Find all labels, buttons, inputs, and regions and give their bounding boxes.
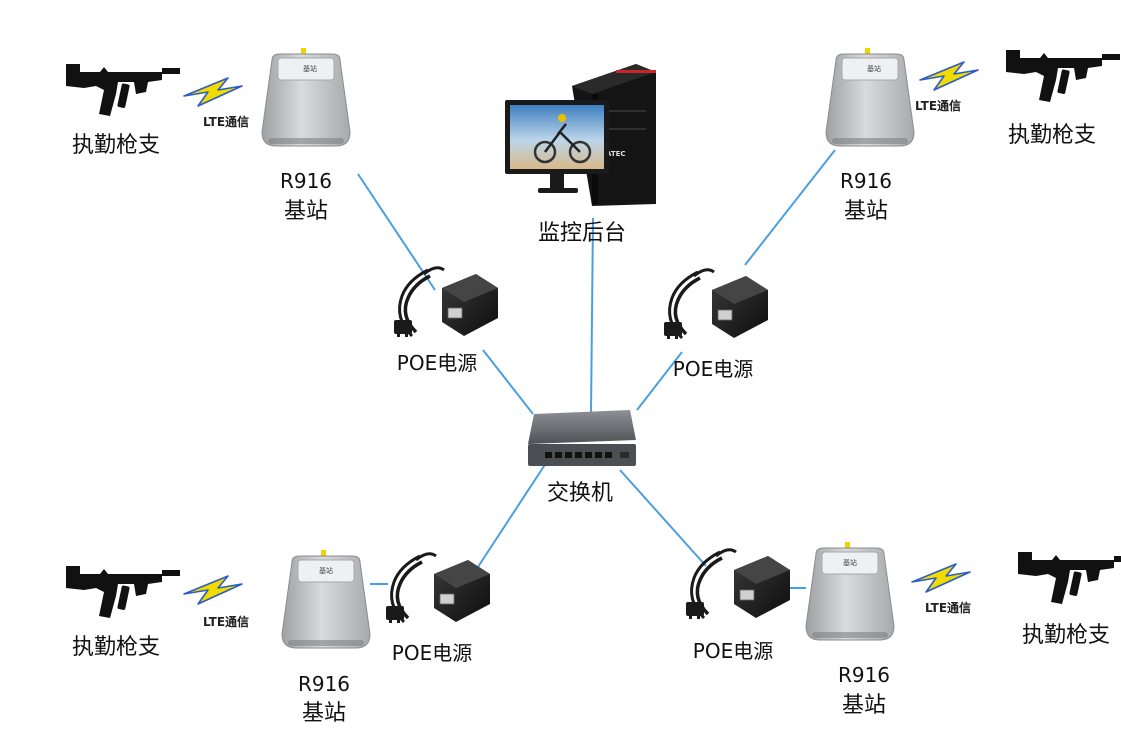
poe-adapter-label: POE电源 <box>673 357 753 381</box>
base-station-bottom-right: 基站 R916 基站 <box>805 541 895 718</box>
base-station-label: 基站 <box>844 199 888 224</box>
wireless-link-top-right: LTE通信 <box>915 61 979 113</box>
poe-adapter-label: POE电源 <box>397 351 477 375</box>
wireless-link-top-left: LTE通信 <box>183 77 249 129</box>
duty-gun-bottom-right: 执勤枪支 <box>1018 552 1121 648</box>
wireless-label: LTE通信 <box>915 98 961 113</box>
switch-ports <box>545 452 629 458</box>
poe-adapter-top-right: POE电源 <box>662 268 770 381</box>
duty-gun-label: 执勤枪支 <box>1008 123 1096 148</box>
base-station-label: 基站 <box>302 701 346 726</box>
duty-gun-top-right: 执勤枪支 <box>1006 50 1120 148</box>
base-station-model: R916 <box>298 672 350 696</box>
link-adapter-station-top-left <box>357 173 436 291</box>
wireless-label: LTE通信 <box>203 114 249 129</box>
base-station-top-left: 基站 R916 基站 <box>261 47 351 224</box>
link-switch-adapter-top-right <box>636 351 683 411</box>
wireless-label: LTE通信 <box>203 614 249 629</box>
monitor-screen <box>505 100 609 193</box>
rifle-icon <box>66 566 180 618</box>
poe-adapter-label: POE电源 <box>693 639 773 663</box>
base-station-top-right: 基站 R916 基站 <box>825 47 915 224</box>
lightning-icon <box>911 563 971 593</box>
duty-gun-label: 执勤枪支 <box>72 635 160 660</box>
base-station-panel-text: 基站 <box>319 566 333 575</box>
connection-links <box>357 149 836 589</box>
link-switch-adapter-top-left <box>482 349 534 415</box>
duty-gun-bottom-left: 执勤枪支 <box>66 566 180 660</box>
link-adapter-station-top-right <box>744 149 836 266</box>
duty-gun-top-left: 执勤枪支 <box>66 64 180 158</box>
lightning-icon <box>919 61 979 91</box>
rifle-icon <box>1018 552 1121 604</box>
rifle-icon <box>66 64 180 116</box>
tower-badge: ATEC <box>606 150 626 158</box>
base-station-panel-text: 基站 <box>843 558 857 567</box>
duty-gun-label: 执勤枪支 <box>72 133 160 158</box>
switch-label: 交换机 <box>547 481 613 506</box>
link-switch-adapter-bottom-left <box>473 459 549 574</box>
base-station-model: R916 <box>280 169 332 193</box>
wireless-link-bottom-left: LTE通信 <box>183 575 249 629</box>
network-switch: 交换机 <box>528 410 636 506</box>
poe-adapter-bottom-right: POE电源 <box>684 548 792 663</box>
base-station-panel-text: 基站 <box>303 64 317 73</box>
rifle-icon <box>1006 50 1120 102</box>
poe-adapter-label: POE电源 <box>392 641 472 665</box>
base-station-model: R916 <box>838 663 890 687</box>
wireless-link-bottom-right: LTE通信 <box>911 563 971 615</box>
base-station-panel-text: 基站 <box>867 64 881 73</box>
lightning-icon <box>183 575 243 605</box>
monitor-label: 监控后台 <box>538 221 626 246</box>
duty-gun-label: 执勤枪支 <box>1022 623 1110 648</box>
wireless-label: LTE通信 <box>925 600 971 615</box>
base-station-label: 基站 <box>284 199 328 224</box>
base-station-model: R916 <box>840 169 892 193</box>
lightning-icon <box>183 77 243 107</box>
base-station-bottom-left: 基站 R916 基站 <box>281 549 371 726</box>
monitor-backend: ATEC 监控后台 <box>505 64 656 246</box>
poe-adapter-bottom-left: POE电源 <box>384 552 492 665</box>
link-switch-adapter-bottom-right <box>619 469 707 567</box>
poe-adapter-top-left: POE电源 <box>392 266 500 375</box>
link-switch-monitor <box>590 217 594 414</box>
base-station-label: 基站 <box>842 693 886 718</box>
